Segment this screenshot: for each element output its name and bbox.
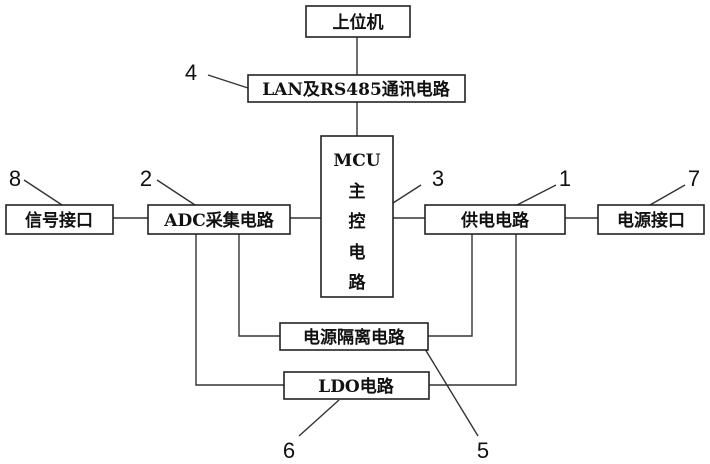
isolation-circuit-block: 电源隔离电路	[279, 322, 429, 351]
signal-port-block: 信号接口	[5, 204, 114, 235]
mcu-label-line4: 电	[349, 242, 366, 263]
mcu-label-line1: MCU	[333, 151, 380, 171]
callout-1: 1	[559, 166, 571, 191]
leader-4	[207, 74, 249, 89]
callout-4: 4	[185, 60, 197, 85]
callout-3: 3	[432, 166, 444, 191]
leader-5	[424, 348, 479, 437]
callout-2: 2	[140, 166, 152, 191]
power-port-label: 电源接口	[617, 210, 685, 231]
callout-8: 8	[9, 166, 21, 191]
adc-circuit-label: ADC采集电路	[163, 210, 274, 231]
leader-8	[23, 179, 63, 206]
power-supply-label: 供电电路	[460, 210, 530, 231]
wire-isolation-to-power-supply	[428, 234, 473, 337]
callout-5: 5	[477, 438, 489, 463]
leader-7	[649, 184, 686, 206]
leader-2	[156, 179, 196, 206]
mcu-label-line2: 主	[349, 181, 366, 202]
callout-7: 7	[688, 166, 700, 191]
mcu-block: MCU 主 控 电 路	[320, 135, 394, 298]
host-pc-block: 上位机	[305, 5, 411, 38]
wire-adc-to-ldo	[195, 234, 284, 386]
leader-1	[516, 184, 557, 206]
comm-circuit-label: LAN及RS485通讯电路	[262, 79, 451, 100]
wire-adc-to-isolation	[238, 234, 280, 337]
power-supply-block: 供电电路	[424, 204, 566, 235]
isolation-circuit-label: 电源隔离电路	[303, 327, 406, 348]
wire-ldo-to-power-supply	[429, 234, 517, 386]
power-port-block: 电源接口	[597, 204, 705, 235]
comm-circuit-block: LAN及RS485通讯电路	[247, 74, 466, 103]
leader-6	[298, 399, 340, 437]
callout-6: 6	[283, 438, 295, 463]
mcu-label-line5: 路	[349, 272, 367, 293]
leader-3	[392, 184, 422, 204]
host-pc-label: 上位机	[333, 12, 384, 33]
signal-port-label: 信号接口	[25, 210, 93, 231]
ldo-circuit-label: LDO电路	[318, 376, 395, 397]
adc-circuit-block: ADC采集电路	[147, 204, 291, 235]
mcu-label-line3: 控	[349, 211, 366, 232]
ldo-circuit-block: LDO电路	[283, 371, 430, 400]
